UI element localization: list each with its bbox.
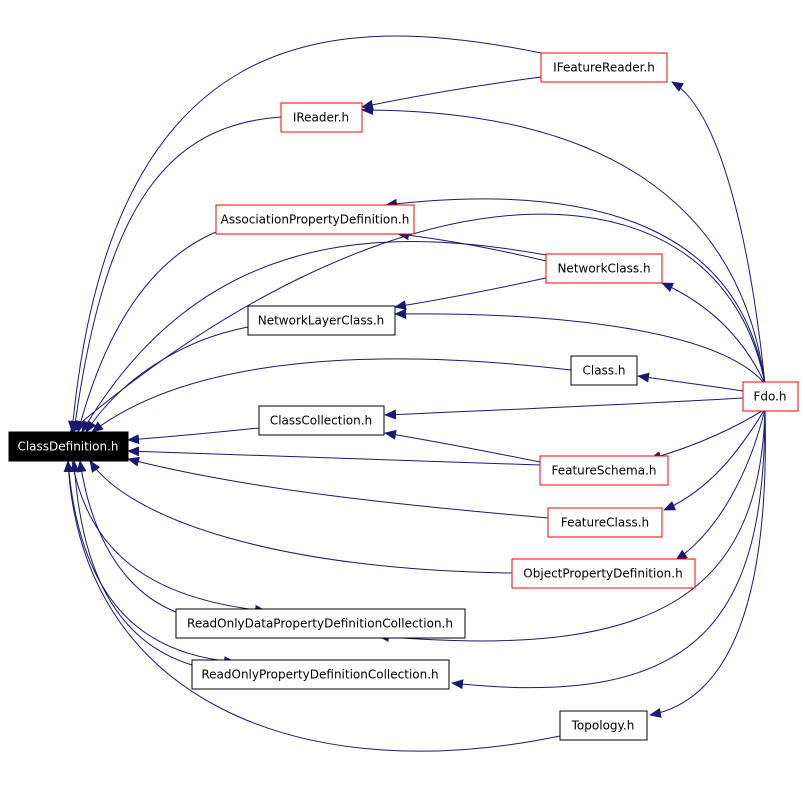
edge-featclass-classdef — [127, 456, 549, 519]
node-featureclass[interactable]: FeatureClass.h — [547, 507, 663, 538]
edge-rodata-classdef-inner — [71, 460, 267, 615]
edge-fdo-classdef — [69, 213, 766, 433]
node-featureclass-label: FeatureClass.h — [561, 516, 649, 530]
edge-fdo-ireader — [361, 105, 766, 385]
node-topology-label: Topology.h — [571, 719, 635, 733]
node-networkclass[interactable]: NetworkClass.h — [545, 253, 663, 284]
edge-roprop-classdef-inner — [67, 460, 236, 667]
node-ifeaturereader[interactable]: IFeatureReader.h — [540, 52, 668, 83]
edge-featschema-classdef — [127, 446, 541, 466]
node-ifeaturereader-label: IFeatureReader.h — [553, 61, 655, 75]
nodes: ClassDefinition.h IFeatureReader.h IRead… — [8, 52, 799, 741]
node-ireader-label: IReader.h — [293, 111, 349, 125]
edge-fdo-classcoll — [384, 397, 744, 420]
node-classdefinition[interactable]: ClassDefinition.h — [8, 431, 129, 462]
edge-fdo-featclass — [663, 408, 766, 511]
node-fdo[interactable]: Fdo.h — [742, 381, 799, 412]
edge-fdo-rodata — [377, 408, 766, 642]
node-readonlypropertydefinitioncollection[interactable]: ReadOnlyPropertyDefinitionCollection.h — [191, 659, 450, 690]
node-associationpropertydefinition[interactable]: AssociationPropertyDefinition.h — [215, 204, 415, 235]
edge-fdo-roprop — [451, 408, 766, 690]
node-readonlydatapropertydefinitioncollection[interactable]: ReadOnlyDataPropertyDefinitionCollection… — [175, 608, 466, 639]
edge-fdo-class — [637, 372, 744, 392]
node-ireader[interactable]: IReader.h — [280, 102, 363, 133]
edge-class-classdef — [91, 358, 572, 433]
edge-netclass-classdef — [81, 241, 547, 433]
edge-fdo-netclass — [661, 282, 766, 385]
node-classcollection-label: ClassCollection.h — [270, 414, 372, 428]
edge-fdo-netlayer — [394, 308, 766, 385]
node-networklayerclass-label: NetworkLayerClass.h — [258, 314, 385, 328]
edge-fdo-assoc — [385, 198, 766, 385]
node-classcollection[interactable]: ClassCollection.h — [258, 405, 385, 436]
node-class-label: Class.h — [583, 364, 626, 378]
node-readonlypropertydefinitioncollection-label: ReadOnlyPropertyDefinitionCollection.h — [201, 668, 438, 682]
edge-topology-classdef — [63, 460, 561, 752]
edge-fdo-ifeature — [671, 81, 766, 385]
node-associationpropertydefinition-label: AssociationPropertyDefinition.h — [221, 213, 410, 227]
edge-fdo-objprop — [675, 408, 766, 561]
edge-fdo-topology — [649, 408, 766, 718]
edge-objprop-classdef — [89, 460, 513, 574]
edge-fdo-featschema — [649, 408, 766, 461]
edge-featschema-classcoll — [384, 429, 541, 463]
edge-classcoll-classdef — [127, 427, 260, 445]
node-classdefinition-label: ClassDefinition.h — [17, 440, 118, 454]
edge-netclass-assoc — [397, 230, 547, 262]
edge-netclass-netlayer — [394, 277, 547, 311]
edge-rodata-classdef — [76, 460, 177, 613]
node-objectpropertydefinition-label: ObjectPropertyDefinition.h — [523, 567, 682, 581]
edge-netlayer-classdef — [85, 326, 249, 433]
node-class[interactable]: Class.h — [570, 355, 638, 386]
node-networklayerclass[interactable]: NetworkLayerClass.h — [247, 305, 396, 336]
node-readonlydatapropertydefinitioncollection-label: ReadOnlyDataPropertyDefinitionCollection… — [187, 617, 453, 631]
edge-ifeature-classdef — [68, 35, 542, 433]
node-objectpropertydefinition[interactable]: ObjectPropertyDefinition.h — [511, 558, 696, 589]
edges — [63, 35, 766, 752]
edge-ireader-classdef — [70, 116, 282, 433]
node-featureschema[interactable]: FeatureSchema.h — [539, 455, 669, 486]
node-topology[interactable]: Topology.h — [559, 710, 648, 741]
node-featureschema-label: FeatureSchema.h — [551, 464, 656, 478]
edge-ifeature-ireader — [361, 76, 542, 110]
edge-roprop-classdef — [69, 460, 193, 666]
edge-assoc-classdef — [75, 231, 217, 433]
node-fdo-label: Fdo.h — [753, 390, 786, 404]
node-networkclass-label: NetworkClass.h — [557, 262, 650, 276]
